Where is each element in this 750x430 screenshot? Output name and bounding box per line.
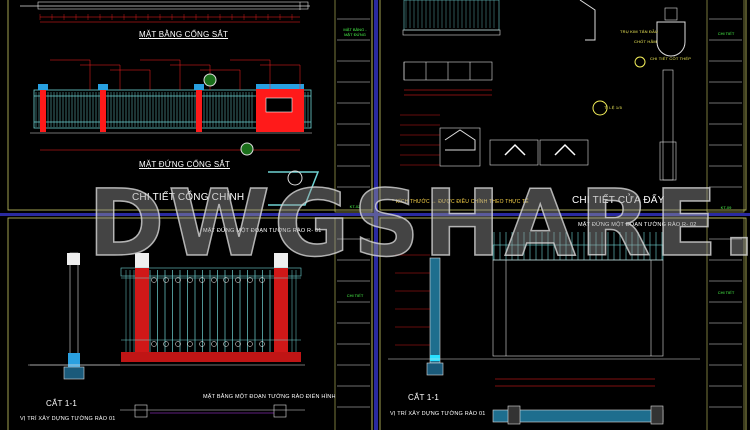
rosette bbox=[235, 341, 241, 347]
label-scale: TỈ LỆ 1/5 bbox=[604, 105, 623, 110]
pillar-cap bbox=[98, 84, 108, 90]
rosette bbox=[151, 277, 157, 283]
pin-head bbox=[664, 7, 678, 21]
sheet-title-sliding-door: CHI TIẾT CỬA ĐẨY bbox=[572, 195, 665, 206]
guard-house-roof bbox=[256, 84, 304, 89]
sheet-title-main-gate: CHI TIẾT CỔNG CHÍNH bbox=[132, 192, 245, 203]
plan-pillar bbox=[650, 405, 664, 425]
section-footing bbox=[63, 366, 85, 380]
pin-body bbox=[656, 21, 686, 57]
fence-top-rail bbox=[120, 267, 302, 277]
track-profile bbox=[504, 143, 526, 156]
location-title: VỊ TRÍ XÂY DỰNG TƯỜNG RÀO 01 bbox=[390, 411, 486, 417]
track-profile bbox=[554, 143, 576, 156]
title-block-drawing-name: CHI TIẾT bbox=[717, 31, 735, 36]
panel-frame bbox=[379, 217, 747, 430]
elevation-title-fence-r02: MẶT ĐỨNG MỘT ĐOẠN TƯỜNG RÀO R- 02 bbox=[578, 222, 697, 228]
sliding-door-elevation bbox=[403, 0, 500, 31]
label-pin: TRỤ KIM TẮN ĐẦU bbox=[620, 29, 659, 34]
pillar bbox=[100, 90, 106, 132]
section-marker bbox=[203, 73, 217, 87]
dimension-note: * KÍCH THƯỚC ↔ ĐƯỢC ĐIỀU CHỈNH THEO THỰC… bbox=[392, 199, 529, 205]
rosette bbox=[151, 341, 157, 347]
plan-pillar bbox=[134, 404, 148, 418]
rosette bbox=[259, 277, 265, 283]
rosette bbox=[187, 341, 193, 347]
title-block-drawing-name: CHI TIẾT bbox=[346, 293, 364, 298]
detail-marker bbox=[592, 100, 608, 116]
panel-frame bbox=[379, 0, 747, 211]
plan-gate bbox=[37, 1, 309, 10]
section-title: CẮT 1-1 bbox=[46, 399, 78, 408]
label-rebar-detail: CHI TIẾT CỐT THÉP bbox=[650, 56, 692, 61]
label-latch: CHỐT HÃM bbox=[634, 39, 657, 44]
title-block-sheet-no: KT-02 bbox=[349, 204, 361, 209]
detail-marker bbox=[634, 56, 646, 68]
plan-title-fence: MẶT BẰNG MỘT ĐOẠN TƯỜNG RÀO ĐIỂN HÌNH bbox=[203, 394, 336, 400]
rosette bbox=[235, 277, 241, 283]
pillar bbox=[196, 90, 202, 132]
pillar bbox=[135, 268, 149, 360]
location-title: VỊ TRÍ XÂY DỰNG TƯỜNG RÀO 01 bbox=[20, 416, 116, 422]
gate-wheel-detail bbox=[268, 171, 320, 206]
rosette bbox=[175, 277, 181, 283]
rosette bbox=[247, 341, 253, 347]
track-section bbox=[539, 139, 589, 166]
rosette bbox=[259, 341, 265, 347]
pillar bbox=[274, 268, 288, 360]
rosette bbox=[187, 277, 193, 283]
detail-circle bbox=[287, 170, 303, 186]
title-block-drawing-name: MẶT BẰNG - MẶT ĐỨNG bbox=[343, 27, 367, 37]
fence-base bbox=[121, 352, 301, 362]
rosette bbox=[211, 341, 217, 347]
elevation-title-gate: MẶT ĐỨNG CỔNG SẮT bbox=[139, 160, 230, 169]
pillar-cap bbox=[194, 84, 204, 90]
column-footing bbox=[659, 141, 677, 181]
rebar-column bbox=[662, 69, 674, 181]
section-water bbox=[430, 355, 440, 361]
title-block-drawing-name: CHI TIẾT bbox=[717, 290, 735, 295]
plan-pillar bbox=[273, 404, 287, 418]
rail-section-box bbox=[439, 127, 481, 167]
door-base bbox=[402, 29, 501, 36]
elevation-title-fence-r01: MẶT ĐỨNG MỘT ĐOẠN TƯỜNG RÀO R- 01 bbox=[203, 228, 322, 234]
rail-section bbox=[444, 129, 476, 151]
section-title: CẮT 1-1 bbox=[408, 393, 440, 402]
guard-house-window bbox=[265, 97, 293, 113]
rosette bbox=[175, 341, 181, 347]
rosette bbox=[223, 277, 229, 283]
rosette bbox=[199, 341, 205, 347]
section-water bbox=[68, 353, 80, 367]
column-cap bbox=[67, 253, 80, 265]
fence-wall bbox=[492, 259, 664, 357]
title-block bbox=[706, 0, 745, 213]
title-block bbox=[334, 217, 373, 430]
rosette bbox=[199, 277, 205, 283]
watermark: DWGSHARE.com bbox=[87, 169, 750, 278]
title-block bbox=[706, 217, 745, 430]
section-marker bbox=[240, 142, 254, 156]
pillar bbox=[40, 90, 46, 132]
latch-detail bbox=[579, 0, 596, 41]
rosette bbox=[223, 341, 229, 347]
plan-title-gate: MẶT BẰNG CỔNG SẮT bbox=[139, 30, 229, 39]
title-block bbox=[334, 0, 373, 213]
track-section bbox=[489, 139, 539, 166]
plan-pillar bbox=[507, 405, 521, 425]
panel-separator-v bbox=[374, 0, 378, 430]
rosette bbox=[163, 341, 169, 347]
rosette bbox=[247, 277, 253, 283]
section-footing bbox=[426, 362, 444, 376]
title-block-sheet-no: KT-09 bbox=[720, 205, 732, 210]
pillar-cap bbox=[38, 84, 48, 90]
fence-panel bbox=[33, 89, 312, 129]
rosette bbox=[163, 277, 169, 283]
rosette bbox=[211, 277, 217, 283]
